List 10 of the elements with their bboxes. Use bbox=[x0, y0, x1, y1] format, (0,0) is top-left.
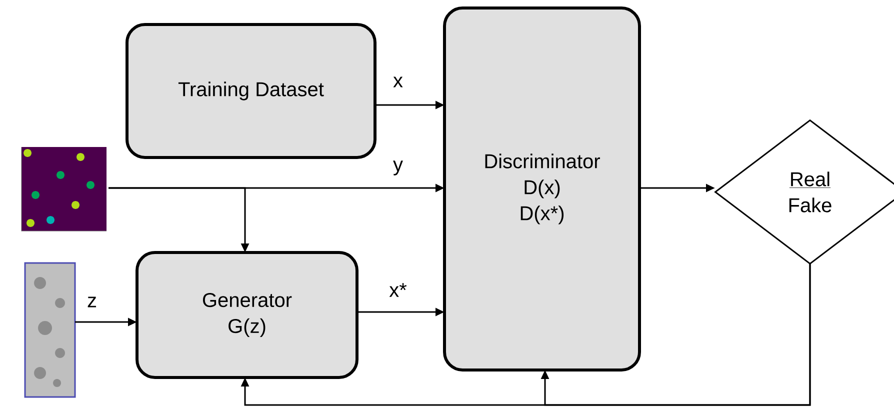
edge-label: x* bbox=[388, 282, 408, 298]
edge-label: y bbox=[392, 160, 404, 176]
picture bbox=[24, 262, 76, 398]
process-box: Generator G(z) bbox=[136, 251, 358, 379]
process-box: Training Dataset bbox=[126, 23, 376, 159]
edge-label: x bbox=[392, 76, 404, 88]
process-box: Discriminator D(x) D(x*) bbox=[443, 6, 641, 372]
arrow bbox=[540, 264, 811, 406]
picture bbox=[21, 146, 107, 232]
edge-label: z bbox=[86, 296, 98, 308]
